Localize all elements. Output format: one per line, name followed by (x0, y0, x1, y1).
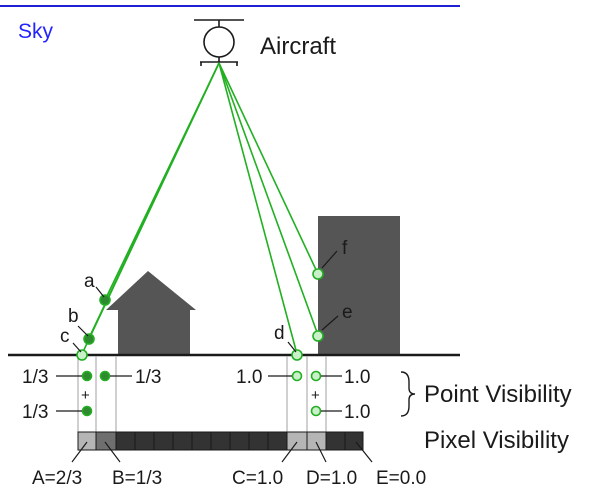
aircraft-label: Aircraft (260, 33, 336, 60)
house-building (106, 271, 196, 355)
pv-left-top-left: 1/3 (22, 367, 48, 388)
point-visibility-brace (400, 371, 416, 417)
point-visibility-samples (81, 370, 322, 417)
pv-right-bottom: 1.0 (344, 402, 370, 423)
pv-right-top-right: 1.0 (344, 367, 370, 388)
pixel-guides (77, 356, 327, 432)
pixel-label-b: B=1/3 (112, 468, 162, 489)
pv-left-plus: + (81, 387, 90, 404)
point-c (76, 349, 88, 361)
scene-points (76, 268, 324, 361)
pixel-label-c: C=1.0 (232, 468, 283, 489)
pv-right-plus: + (311, 387, 320, 404)
point-label-c: c (60, 326, 70, 347)
point-label-d: d (274, 323, 285, 344)
pixel-label-d: D=1.0 (306, 468, 357, 489)
point-leaders (72, 250, 339, 353)
point-visibility-label: Point Visibility (424, 381, 572, 408)
pixel-leaders (71, 441, 373, 463)
point-d (291, 349, 303, 361)
pixel-visibility-label: Pixel Visibility (424, 427, 569, 454)
point-f (312, 268, 324, 280)
pixel-label-a: A=2/3 (32, 468, 82, 489)
pv-left-top-right: 1/3 (135, 367, 161, 388)
point-label-f: f (342, 238, 348, 259)
sky-label: Sky (18, 20, 54, 43)
sight-lines (81, 62, 319, 355)
pixel-strip (77, 431, 364, 451)
point-a (99, 294, 111, 306)
pv-left-bottom: 1/3 (22, 402, 48, 423)
tall-building (318, 216, 400, 355)
aircraft-icon (194, 19, 244, 66)
pixel-label-e: E=0.0 (376, 468, 426, 489)
point-e (312, 330, 324, 342)
point-b (83, 333, 95, 345)
point-label-e: e (342, 302, 353, 323)
point-label-b: b (68, 306, 79, 327)
point-label-a: a (84, 271, 95, 292)
pv-right-top-left: 1.0 (236, 367, 262, 388)
value-leaders (56, 375, 342, 412)
